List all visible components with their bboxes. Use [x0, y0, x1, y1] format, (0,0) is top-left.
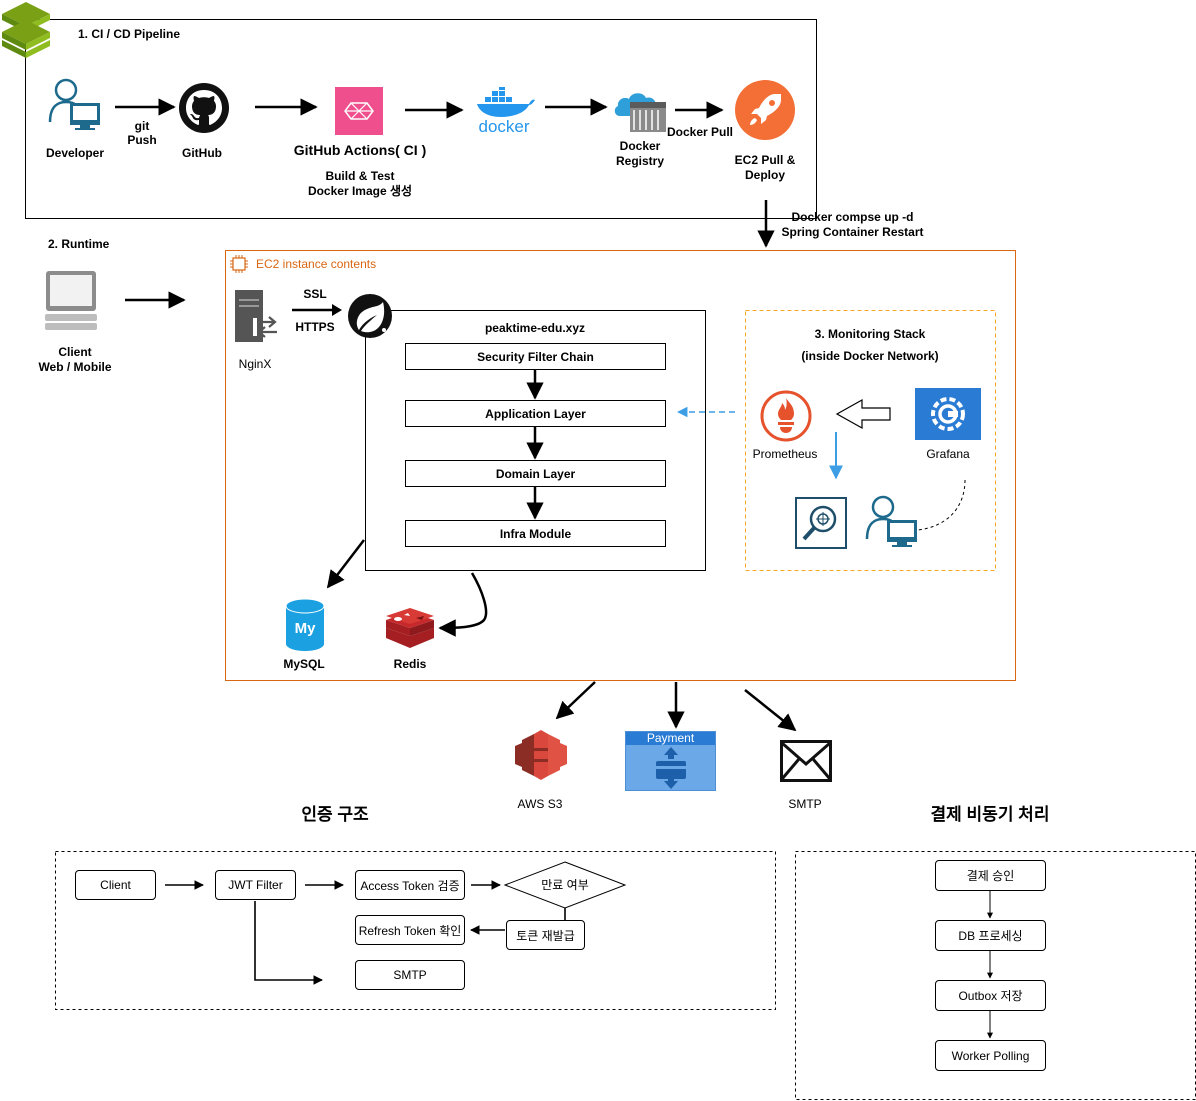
arrow-app-mysql: [326, 539, 365, 589]
deploy-label-2: Deploy: [744, 168, 785, 182]
payment-step-approve: 결제 승인: [935, 860, 1046, 891]
github-actions-icon: [335, 87, 383, 135]
https-label: HTTPS: [295, 320, 335, 334]
client-label-1: Client: [58, 345, 92, 359]
expiry-diamond: [503, 861, 627, 909]
auth-expiry-label: 만료 여부: [541, 878, 589, 892]
github-icon: [179, 83, 229, 133]
monitoring-container: [745, 310, 996, 571]
arrow-app-redis: [438, 572, 488, 637]
arrow-nginx-spring: [292, 304, 342, 316]
operator-user-icon: [865, 495, 917, 547]
git-push-label-1: git: [134, 119, 150, 133]
mysql-icon: [285, 598, 325, 651]
aws-stack-icon: [2, 2, 50, 58]
layer-security-filter: Security Filter Chain: [405, 343, 666, 370]
payment-label: Payment: [626, 732, 715, 745]
github-label: GitHub: [182, 146, 222, 160]
github-actions-label: GitHub Actions( CI ): [293, 142, 427, 158]
payment-step-outbox: Outbox 저장: [935, 980, 1046, 1011]
client-label-2: Web / Mobile: [38, 360, 112, 374]
prometheus-label: Prometheus: [752, 447, 818, 461]
payment-step-db: DB 프로세싱: [935, 920, 1046, 951]
registry-label-1: Docker: [619, 139, 661, 153]
payment-service: Payment: [625, 731, 716, 791]
ssl-label: SSL: [303, 287, 327, 301]
redis-label: Redis: [393, 657, 427, 671]
grafana-user-link: [917, 479, 966, 531]
ec2-chip-icon: [230, 255, 248, 273]
auth-refresh-token-node: Refresh Token 확인: [355, 915, 465, 945]
smtp-mail-icon: [780, 740, 832, 782]
grafana-label: Grafana: [926, 447, 970, 461]
compose-label-2: Spring Container Restart: [781, 225, 924, 239]
layer-infra: Infra Module: [405, 520, 666, 547]
layer-application: Application Layer: [405, 400, 666, 427]
auth-container: [55, 851, 776, 1010]
auth-access-token-node: Access Token 검증: [355, 870, 465, 900]
ec2-container: [225, 250, 1016, 681]
nginx-label: NginX: [238, 357, 272, 371]
arrow-ec2-s3: [555, 681, 596, 720]
s3-label: AWS S3: [517, 797, 563, 811]
auth-client-node: Client: [75, 870, 156, 900]
arrow-ec2-smtp: [744, 689, 797, 732]
cicd-container: [25, 19, 817, 219]
payment-async-title: 결제 비동기 처리: [930, 805, 1050, 824]
docker-pull-label: Docker Pull: [666, 125, 734, 139]
deploy-label-1: EC2 Pull &: [734, 153, 796, 167]
monitoring-title-1: 3. Monitoring Stack: [814, 327, 926, 341]
prometheus-icon: [760, 390, 812, 442]
monitoring-title-2: (inside Docker Network): [801, 349, 939, 363]
payment-step-worker: Worker Polling: [935, 1040, 1046, 1071]
arrow-grafana-prometheus: [835, 398, 891, 430]
auth-reissue-node: 토큰 재발급: [506, 920, 585, 950]
auth-jwt-filter-node: JWT Filter: [215, 870, 296, 900]
redis-icon: [386, 608, 434, 648]
nginx-server-icon: [235, 290, 277, 342]
layer-domain: Domain Layer: [405, 460, 666, 487]
client-computer-icon: [45, 271, 97, 330]
docker-registry-icon: [614, 93, 666, 132]
runtime-title: 2. Runtime: [48, 237, 110, 251]
build-label-1: Build & Test: [325, 169, 395, 183]
developer-icon: [48, 78, 100, 130]
auth-smtp-node: SMTP: [355, 960, 465, 990]
smtp-label: SMTP: [788, 797, 822, 811]
grafana-icon: [915, 388, 981, 440]
compose-label-1: Docker compse up -d: [791, 210, 914, 224]
registry-label-2: Registry: [615, 154, 665, 168]
auth-title: 인증 구조: [301, 805, 369, 824]
developer-label: Developer: [45, 146, 105, 160]
payment-transfer-icon: [656, 747, 686, 789]
metrics-search-icon: [795, 497, 847, 549]
spring-leaf-icon: [348, 294, 392, 338]
rocket-icon: [735, 80, 795, 140]
cicd-title: 1. CI / CD Pipeline: [78, 27, 181, 41]
aws-s3-icon: [515, 730, 567, 780]
mysql-logo-text: My: [294, 620, 316, 637]
app-title: peaktime-edu.xyz: [484, 321, 586, 335]
docker-logo-text: docker: [478, 117, 530, 136]
build-label-2: Docker Image 생성: [307, 184, 413, 198]
docker-whale-icon: [477, 87, 535, 117]
mysql-label: MySQL: [283, 657, 325, 671]
ec2-label: EC2 instance contents: [256, 257, 377, 271]
git-push-label-2: Push: [127, 133, 157, 147]
